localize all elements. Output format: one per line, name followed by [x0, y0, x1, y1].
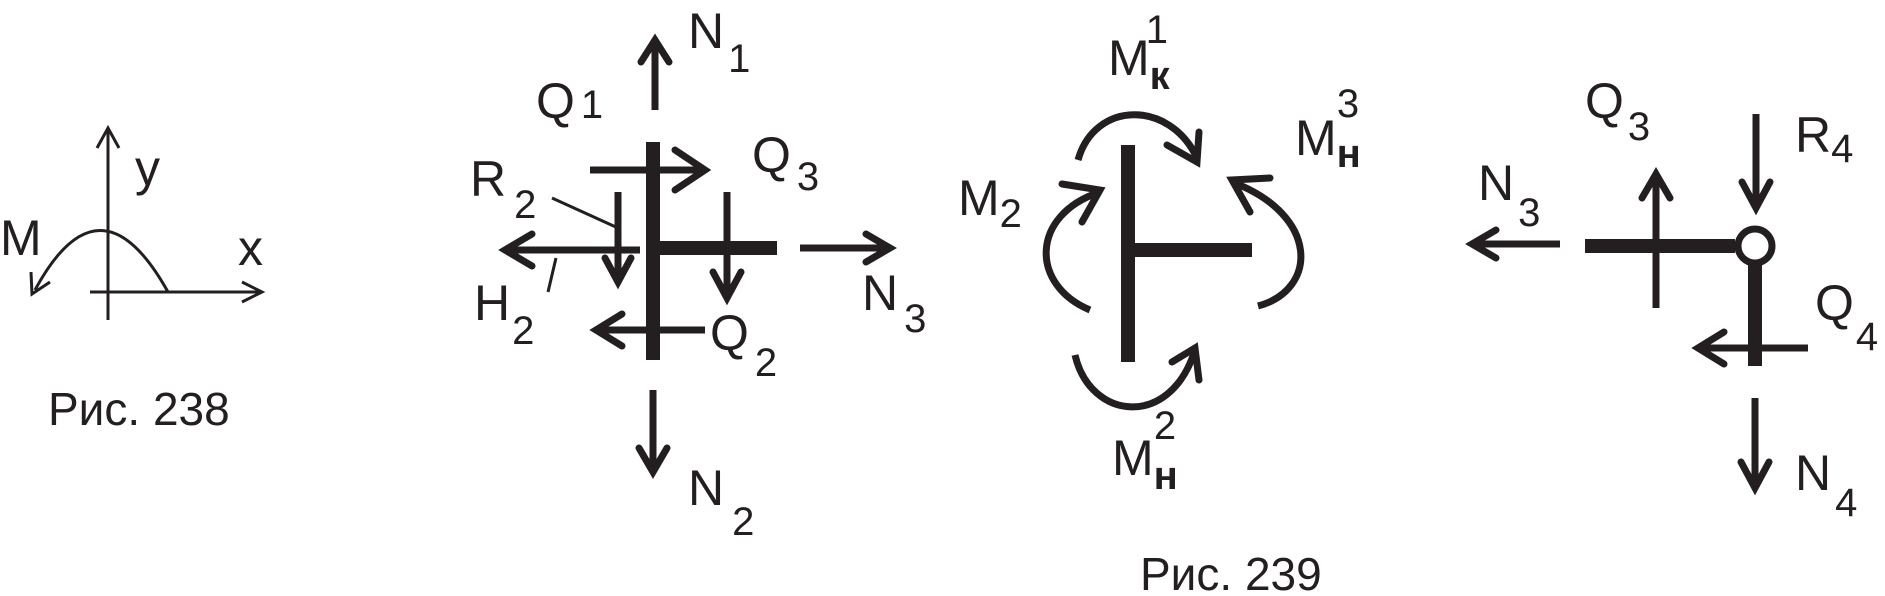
q1-arrowhead	[671, 146, 712, 194]
mn3-moment-arc	[1230, 178, 1305, 310]
r4-arrowhead	[1738, 178, 1774, 216]
n2-label: N2	[688, 460, 754, 544]
mn2-moment-arc	[1071, 348, 1199, 411]
q4-arrowhead	[1691, 328, 1728, 368]
caption-239: Рис. 239	[1140, 548, 1322, 596]
right-n3-arrowhead	[1465, 226, 1500, 262]
r2-leader-line	[551, 196, 619, 230]
mk1-moment-arc	[1074, 111, 1201, 162]
n2-arrowhead	[635, 444, 671, 479]
x-axis-arrowhead	[241, 280, 266, 304]
mn2-arrowhead	[1168, 342, 1203, 384]
n1-arrowhead	[637, 33, 673, 66]
y-axis-label: y	[135, 140, 160, 196]
r2-arrowhead	[601, 254, 635, 290]
mk1-arrowhead	[1163, 128, 1203, 168]
q4-label: Q4	[1815, 275, 1878, 359]
mn3-label: Mн3	[1295, 82, 1361, 176]
hinge-joint	[1734, 225, 1776, 267]
h2-label: H2	[474, 275, 534, 353]
figure-239-middle: Mк1 Mн3 M2 Mн2	[958, 8, 1361, 498]
right-n3-label: N3	[1478, 155, 1540, 235]
caption-238: Рис. 238	[48, 383, 230, 435]
mk1-label: Mк1	[1108, 8, 1171, 98]
h2-leader-line	[546, 257, 558, 293]
x-axis-label: x	[238, 220, 263, 276]
q2-arrowhead	[589, 310, 626, 350]
m2-moment-arc	[1042, 188, 1102, 314]
moment-parabola-arrowhead	[29, 271, 51, 297]
mn3-arrowhead	[1226, 174, 1274, 216]
n4-arrowhead	[1737, 458, 1773, 496]
n4-label: N4	[1795, 445, 1857, 525]
right-q3-arrowhead	[1638, 167, 1674, 202]
q3-arrowhead	[709, 268, 745, 306]
mn2-label: Mн2	[1112, 404, 1178, 498]
m2-label: M2	[958, 170, 1022, 236]
n3-arrowhead	[862, 230, 897, 266]
h2-arrowhead	[498, 230, 536, 270]
y-axis-arrowhead	[95, 124, 121, 149]
q2-label: Q2	[710, 305, 777, 385]
moment-label: M	[0, 210, 42, 266]
figure-238: y x M Рис. 238	[0, 124, 266, 435]
r4-label: R4	[1795, 107, 1853, 171]
moment-parabola	[33, 229, 170, 293]
m2-arrowhead	[1058, 180, 1106, 226]
